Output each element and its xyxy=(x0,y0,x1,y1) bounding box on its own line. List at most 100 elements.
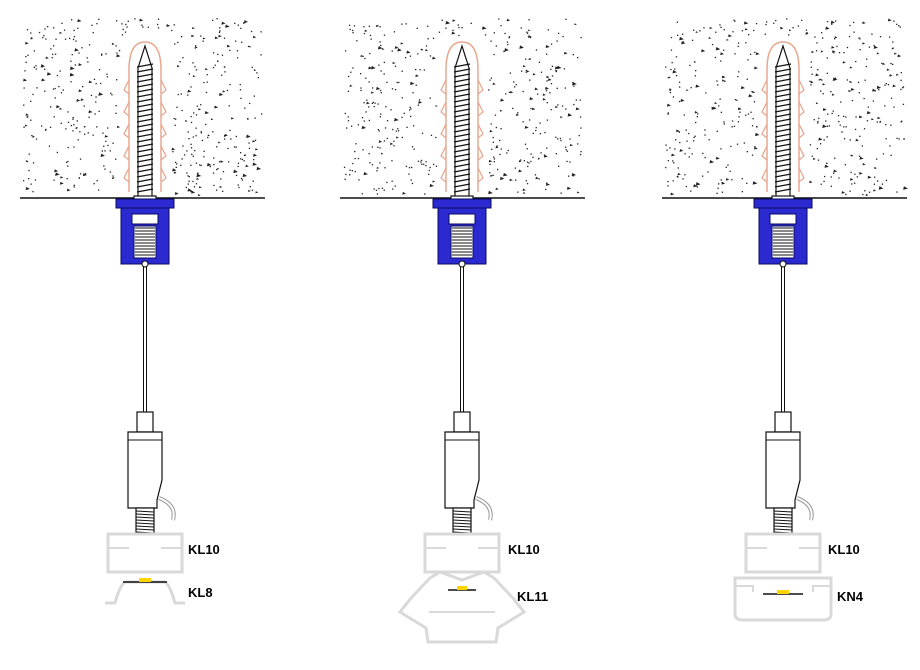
top-profile xyxy=(744,532,822,574)
concrete-dot xyxy=(379,26,381,28)
concrete-dot xyxy=(101,54,103,56)
concrete-dot xyxy=(708,139,710,141)
concrete-dot xyxy=(64,38,67,40)
concrete-dot xyxy=(493,161,495,163)
concrete-dot xyxy=(719,98,721,100)
concrete-dot xyxy=(78,177,80,179)
concrete-dot xyxy=(361,193,363,195)
concrete-aggregate xyxy=(679,148,684,152)
concrete-dot xyxy=(205,91,208,94)
concrete-dot xyxy=(31,135,33,137)
concrete-dot xyxy=(561,105,564,107)
concrete-aggregate xyxy=(876,52,880,55)
concrete-dot xyxy=(54,53,57,55)
concrete-dot xyxy=(500,148,502,150)
concrete-dot xyxy=(806,32,808,34)
concrete-aggregate xyxy=(518,169,523,173)
concrete-dot xyxy=(206,81,208,83)
anchor-rib xyxy=(761,101,768,117)
concrete-aggregate xyxy=(429,183,434,188)
concrete-dot xyxy=(677,167,679,169)
concrete-dot xyxy=(452,29,454,31)
concrete-dot xyxy=(376,193,379,195)
concrete-dot xyxy=(526,148,528,150)
concrete-dot xyxy=(862,193,864,196)
concrete-aggregate xyxy=(897,54,902,58)
concrete-dot xyxy=(810,84,812,86)
concrete-dot xyxy=(569,138,571,140)
concrete-dot xyxy=(147,26,149,28)
anchor-rib xyxy=(761,123,768,139)
concrete-dot xyxy=(354,157,356,160)
concrete-aggregate xyxy=(815,73,820,77)
concrete-dot xyxy=(565,108,567,110)
concrete-dot xyxy=(190,86,192,88)
concrete-aggregate xyxy=(88,80,93,84)
concrete-dot xyxy=(546,102,548,104)
concrete-aggregate xyxy=(555,105,559,108)
screw-thread xyxy=(774,113,792,118)
screw-thread xyxy=(774,133,792,138)
concrete-aggregate xyxy=(695,31,699,33)
concrete-dot xyxy=(378,187,380,190)
concrete-dot xyxy=(697,113,699,115)
concrete-dot xyxy=(580,127,582,129)
concrete-aggregate xyxy=(569,143,573,147)
concrete-dot xyxy=(188,176,190,178)
concrete-dot xyxy=(112,175,114,177)
concrete-dot xyxy=(111,177,114,179)
concrete-dot xyxy=(705,92,707,94)
concrete-dot xyxy=(540,152,542,154)
concrete-dot xyxy=(508,36,511,38)
concrete-dot xyxy=(555,153,557,155)
concrete-dot xyxy=(261,113,263,115)
concrete-aggregate xyxy=(858,115,863,119)
concrete-dot xyxy=(737,45,739,48)
concrete-aggregate xyxy=(377,46,383,50)
concrete-dot xyxy=(855,60,857,63)
concrete-dot xyxy=(122,28,124,31)
concrete-dot xyxy=(72,118,74,120)
concrete-dot xyxy=(489,79,491,81)
concrete-dot xyxy=(850,81,852,83)
concrete-aggregate xyxy=(196,177,200,180)
screw-thread xyxy=(136,128,154,133)
concrete-dot xyxy=(557,104,559,106)
concrete-aggregate xyxy=(695,84,700,88)
concrete-dot xyxy=(685,185,687,188)
concrete-dot xyxy=(404,57,407,59)
concrete-dot xyxy=(194,47,196,49)
concrete-aggregate xyxy=(499,109,503,112)
concrete-dot xyxy=(192,62,194,64)
concrete-dot xyxy=(243,154,246,157)
concrete-aggregate xyxy=(74,48,79,52)
mount-screw-seat xyxy=(448,213,476,225)
screw-thread xyxy=(453,178,471,183)
concrete-dot xyxy=(868,191,871,193)
concrete-dot xyxy=(579,116,582,118)
concrete-dot xyxy=(112,142,114,144)
concrete-aggregate xyxy=(556,65,562,70)
concrete-dot xyxy=(830,185,832,187)
concrete-dot xyxy=(31,37,33,39)
concrete-dot xyxy=(429,55,432,57)
concrete-dot xyxy=(530,107,532,110)
steel-cable xyxy=(781,266,785,412)
concrete-dot xyxy=(174,124,176,126)
concrete-dot xyxy=(186,172,188,174)
concrete-dot xyxy=(525,58,527,60)
concrete-dot xyxy=(535,129,537,132)
concrete-dot xyxy=(199,164,201,166)
concrete-dot xyxy=(445,27,447,29)
concrete-aggregate xyxy=(755,52,760,56)
concrete-dot xyxy=(559,137,562,140)
concrete-dot xyxy=(237,24,239,26)
concrete-dot xyxy=(116,20,118,22)
concrete-aggregate xyxy=(825,26,830,30)
screw-thread xyxy=(774,128,792,133)
screw-thread xyxy=(136,68,154,73)
concrete-aggregate xyxy=(671,153,676,157)
screw-thread xyxy=(774,153,792,158)
gripper-body xyxy=(444,431,480,509)
concrete-dot xyxy=(363,102,365,104)
